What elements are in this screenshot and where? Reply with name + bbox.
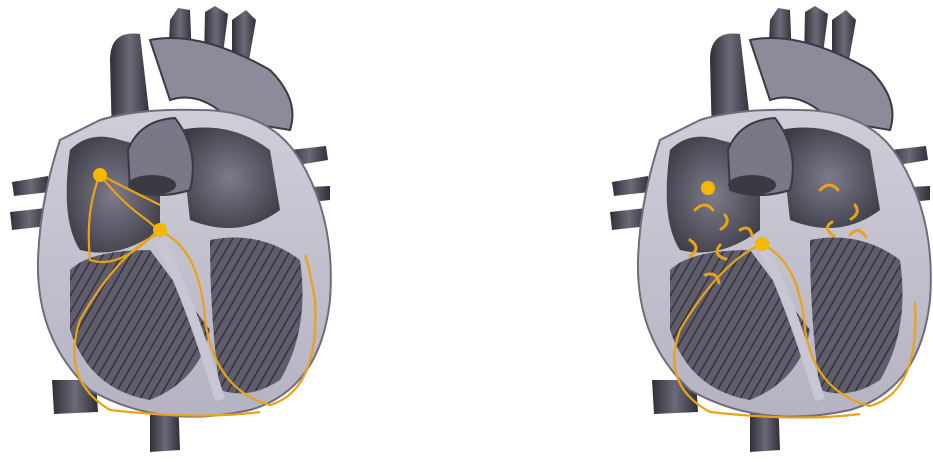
atrioventricular-node (755, 237, 769, 251)
heart-illustration-left (0, 0, 340, 466)
sinoatrial-node (93, 168, 107, 182)
sinoatrial-node (701, 181, 715, 195)
heart-illustration-right (600, 0, 933, 466)
atrioventricular-node (153, 223, 167, 237)
